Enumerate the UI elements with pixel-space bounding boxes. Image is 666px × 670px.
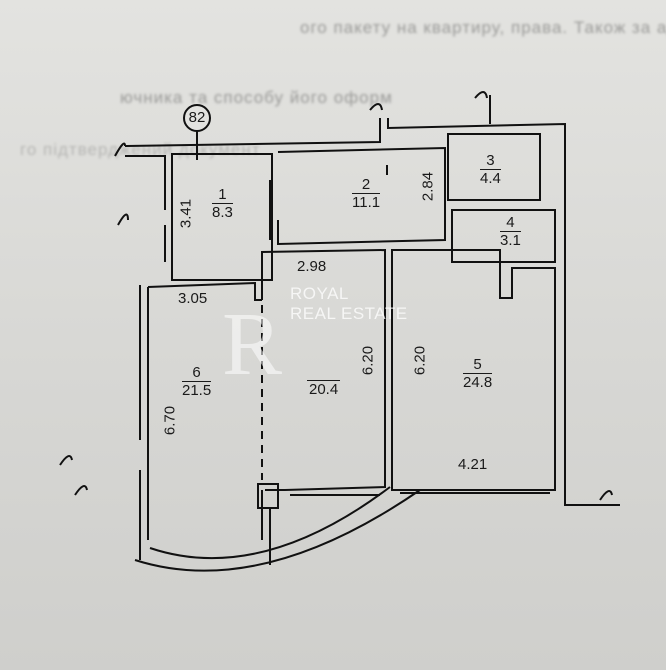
room-6-outline xyxy=(147,281,263,540)
background-text: ого пакету на квартиру, права. Також за … xyxy=(300,18,666,37)
room-5-width: 4.21 xyxy=(458,456,488,473)
axis-marker-label: 82 xyxy=(188,109,206,126)
room-7-width: 2.98 xyxy=(297,258,327,275)
room-7-area: 20.4 xyxy=(307,380,341,398)
room-7-outline xyxy=(261,248,386,491)
room-1-outline xyxy=(171,153,273,281)
room-1-dimension: 3.41 xyxy=(177,198,195,229)
room-7-dimension: 6.20 xyxy=(359,345,377,376)
room-4-outline xyxy=(451,209,556,263)
watermark-logo: R xyxy=(222,295,283,394)
room-2-dimension: 2.84 xyxy=(419,171,437,202)
background-text: ючника та способу його оформ xyxy=(120,88,393,107)
outer-wall xyxy=(124,118,620,506)
room-3-outline xyxy=(447,133,541,201)
room-6-dimension: 6.70 xyxy=(161,405,179,436)
watermark-line1: ROYAL xyxy=(290,284,349,303)
watermark-line2: REAL ESTATE xyxy=(290,304,408,323)
room-6-width: 3.05 xyxy=(178,290,208,307)
room-2-outline xyxy=(277,146,446,246)
room-5-outline xyxy=(391,249,556,491)
room-5-dimension: 6.20 xyxy=(411,345,429,376)
